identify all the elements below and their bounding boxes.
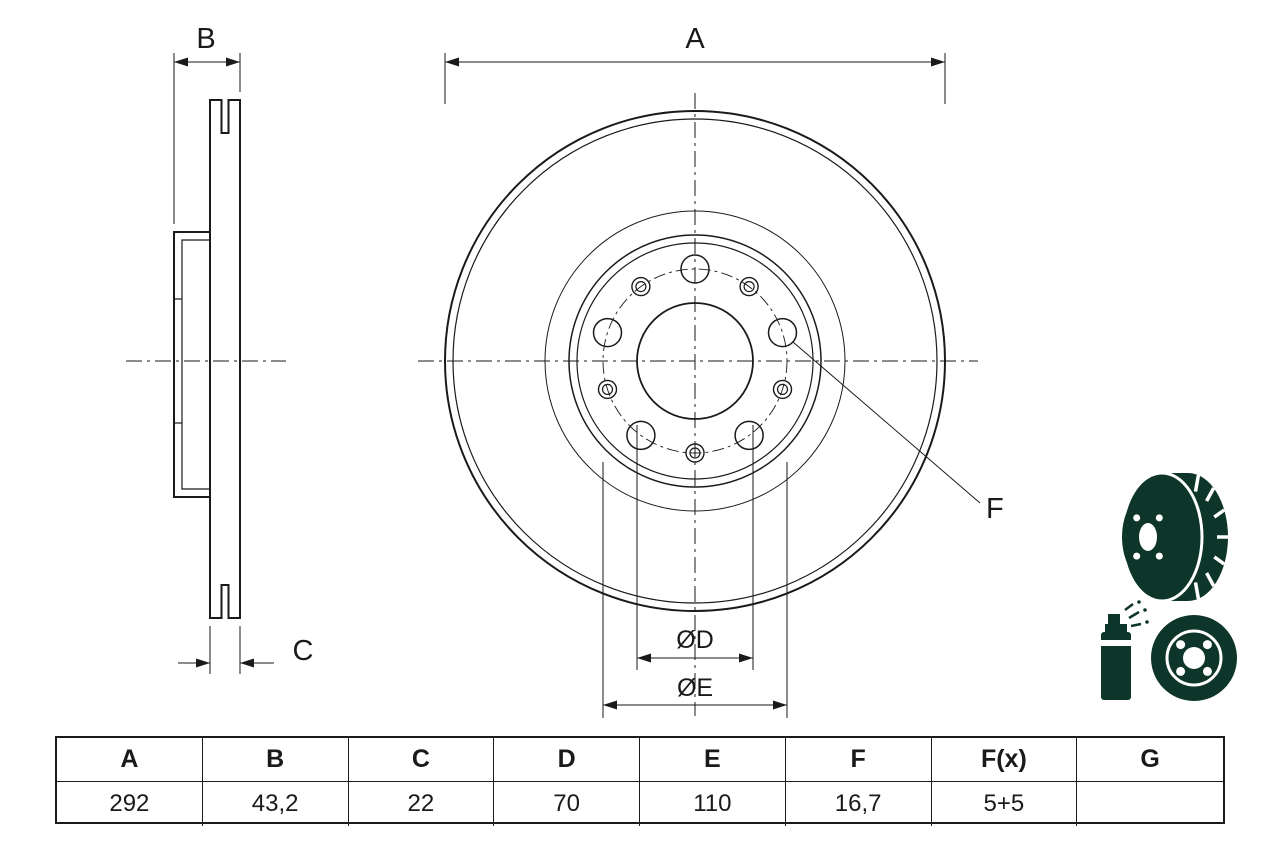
bolt-hole-small	[739, 276, 759, 297]
header-cell: E	[640, 738, 786, 782]
header-cell: F	[785, 738, 932, 782]
bolt-hole-small	[597, 379, 618, 400]
spray-mist	[1124, 603, 1142, 628]
header-cell: G	[1077, 738, 1223, 782]
dim-d-label: ØD	[676, 626, 714, 654]
dim-a-label: A	[685, 23, 705, 55]
bolt-hole-small	[631, 276, 651, 297]
bolt-hole-large	[734, 420, 764, 451]
bolt-hole-large	[767, 317, 798, 348]
dim-b-label: B	[196, 23, 215, 55]
value-cell: 22	[349, 782, 495, 826]
arrowhead	[174, 57, 188, 67]
vented-disc-icon	[1120, 471, 1228, 603]
arrowhead	[637, 653, 651, 663]
leader-line	[792, 341, 981, 504]
technical-drawing: B C	[126, 23, 1237, 718]
disc-ring-outline	[209, 99, 241, 619]
value-cell: 16,7	[786, 782, 932, 826]
dimension-e: ØE	[602, 462, 788, 718]
hub-hat-inner-line	[181, 239, 210, 490]
arrowhead	[445, 57, 459, 67]
value-cell: 43,2	[203, 782, 349, 826]
dimension-a: A	[444, 23, 946, 104]
spray-coating-icon	[1101, 600, 1237, 701]
value-cell: 292	[57, 782, 203, 826]
dimension-b: B	[173, 23, 241, 224]
header-cell: B	[202, 738, 349, 782]
arrowhead	[226, 57, 240, 67]
arrowhead	[603, 700, 617, 710]
value-cell	[1077, 782, 1223, 826]
header-cell: A	[57, 738, 203, 782]
bolt-hole-large	[592, 317, 623, 348]
header-cell: D	[494, 738, 640, 782]
dimension-f: F	[792, 341, 1004, 525]
header-cell: F(x)	[931, 738, 1078, 782]
value-cell: 5+5	[932, 782, 1078, 826]
value-cell: 110	[640, 782, 786, 826]
spray-can	[1101, 632, 1131, 700]
dim-c-label: C	[293, 635, 314, 667]
hub-hat-outline	[173, 231, 210, 498]
vent-slots	[1193, 474, 1228, 600]
dimension-d: ØD	[636, 425, 754, 670]
bolt-hole-large	[626, 420, 656, 451]
side-view-cross-section	[126, 99, 286, 619]
bolt-hole-small	[772, 379, 793, 400]
arrowhead	[739, 653, 753, 663]
front-view	[418, 93, 978, 716]
arrowhead	[196, 658, 210, 668]
dim-f-label: F	[986, 493, 1004, 525]
dimension-table: A B C D E F F(x) G 292 43,2 22 70 110 16…	[55, 736, 1225, 826]
value-cell: 70	[494, 782, 640, 826]
dim-e-label: ØE	[677, 674, 713, 702]
dimension-c: C	[178, 626, 313, 674]
arrowhead	[240, 658, 254, 668]
arrowhead	[931, 57, 945, 67]
header-cell: C	[348, 738, 495, 782]
arrowhead	[773, 700, 787, 710]
